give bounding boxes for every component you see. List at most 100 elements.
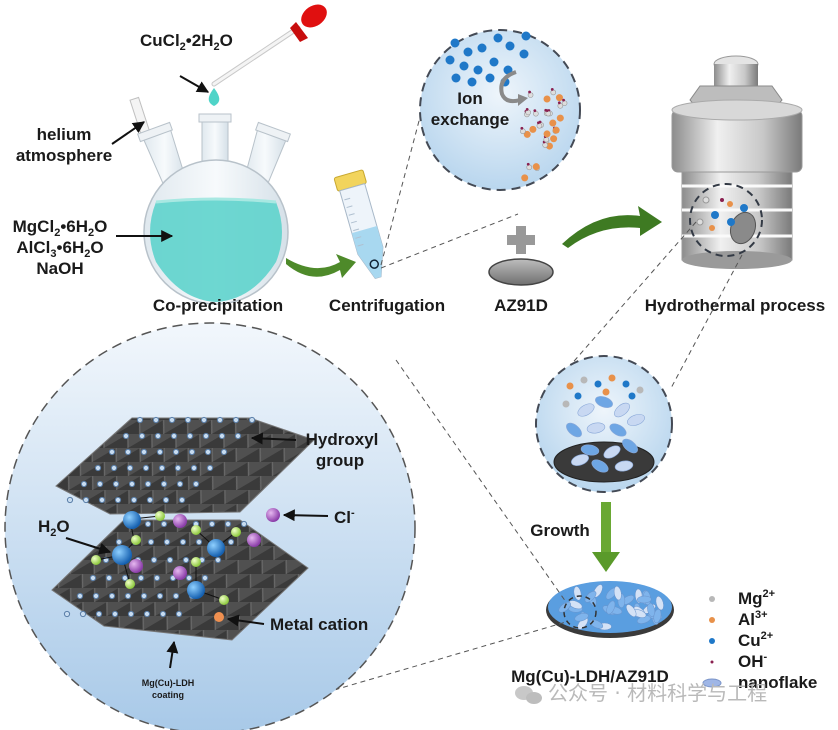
hydroxyl-label-line2: group (316, 451, 364, 470)
oh-ion (533, 109, 537, 113)
hydroxyl-dot (140, 592, 148, 600)
nanoflake (653, 608, 662, 624)
nanoflake (614, 402, 630, 418)
cu-ion (451, 73, 461, 83)
hydroxyl-dot (172, 448, 180, 456)
hydroxyl-dot (80, 480, 88, 488)
legend-swatch-icon (709, 638, 715, 644)
hydroxyl-dot (162, 496, 170, 504)
hydroxyl-dot (115, 538, 123, 546)
hydroxyl-dot (76, 592, 84, 600)
hydroxyl-dot (240, 520, 248, 528)
ion (622, 380, 630, 388)
hydroxyl-dot (156, 592, 164, 600)
hydroxyl-dot (127, 610, 135, 618)
interlayer-species (91, 508, 280, 622)
hydroxyl-dot (202, 432, 210, 440)
cu-ion (450, 38, 460, 48)
nanoflake (571, 454, 589, 466)
hydroxyl-dot (111, 610, 119, 618)
cu-ion (473, 65, 483, 75)
hydroxyl-dot (95, 610, 103, 618)
hydroxyl-dot (122, 432, 130, 440)
wechat-icon (515, 686, 542, 704)
ion-exchange-bubble: Ion exchange (419, 29, 581, 191)
oh-ion (528, 90, 531, 94)
exchange-arrow-icon (499, 70, 521, 104)
hydroxyl-dot (160, 480, 168, 488)
hydroxyl-dot (201, 574, 209, 582)
co-precipitation-label: Co-precipitation (153, 296, 283, 315)
legend-swatch-icon (709, 617, 715, 623)
watermark: 公众号 · 材料科学与工程 (515, 681, 767, 705)
cu-ion (485, 73, 495, 83)
nanoflake (626, 604, 637, 617)
nanoflake (595, 396, 613, 408)
product-label: Mg(Cu)-LDH/AZ91D (511, 667, 669, 686)
coating-arrow (166, 640, 179, 669)
nanoflake (580, 444, 600, 456)
nanoflake (606, 600, 616, 615)
al-ion (532, 163, 540, 171)
hydroxyl-dot (166, 556, 174, 564)
hydroxyl-dot (144, 520, 152, 528)
hydroxyl-dot (66, 496, 74, 504)
ion (574, 392, 582, 400)
hydroxyl-dot (158, 464, 166, 472)
cu-ion (477, 43, 487, 53)
watermark-text: 公众号 · 材料科学与工程 (548, 681, 767, 705)
nanoflake-growth-bubble (535, 355, 673, 493)
oh-ion (550, 88, 554, 91)
mg-ion (550, 89, 557, 96)
hydroxyl-dot (178, 496, 186, 504)
cu-ion (505, 41, 515, 51)
legend-label: OH- (738, 651, 768, 671)
mg-ion (545, 110, 552, 117)
al-ion (556, 114, 564, 122)
hydroxyl-dot (182, 556, 190, 564)
hydroxyl-dot (108, 448, 116, 456)
az91d-label: AZ91D (494, 296, 548, 315)
oh-ion (520, 126, 524, 130)
hydroxyl-dot (186, 432, 194, 440)
nanoflake-cluster (566, 396, 645, 473)
hydroxyl-dot (108, 592, 116, 600)
legend-item: Al3+ (709, 609, 768, 629)
hydroxyl-dot (248, 416, 256, 424)
hydroxyl-dot (179, 538, 187, 546)
mg-ion (526, 164, 533, 171)
metal-cation-arrow (226, 614, 265, 627)
hydroxyl-group-cluster (63, 416, 256, 618)
svg-text:NaOH: NaOH (36, 259, 83, 278)
zoom-line (669, 254, 743, 391)
ldh-structure-bubble: Hydroxyl group Cl- H2O Metal cation Mg(C… (4, 322, 416, 730)
ion (580, 376, 588, 384)
cl-arrow (282, 509, 329, 522)
cucl2-label: CuCl2•2H2O (140, 31, 233, 53)
oh-ion (557, 101, 561, 105)
ion (628, 392, 636, 400)
hydrothermal-label: Hydrothermal process (645, 296, 825, 315)
az91d-disc-icon (488, 258, 554, 286)
hydroxyl-dot (172, 592, 180, 600)
hydroxyl-dot (188, 448, 196, 456)
mixed-ion-cluster (520, 88, 568, 182)
hydroxyl-dot (208, 520, 216, 528)
al-ion (555, 94, 563, 102)
reagents-label: MgCl2•6H2O AlCl3•6H2O NaOH (13, 217, 108, 278)
ion (602, 388, 610, 396)
svg-text:MgCl2•6H2O: MgCl2•6H2O (13, 217, 108, 239)
hydroxyl-dot (153, 574, 161, 582)
hydroxyl-dot (220, 448, 228, 456)
nanoflake (609, 423, 627, 437)
hydroxyl-dot (114, 496, 122, 504)
ion (566, 382, 574, 390)
hydroxyl-dot (128, 480, 136, 488)
ion (562, 400, 570, 408)
cu-ion (463, 47, 473, 57)
nanoflake (622, 438, 638, 454)
helium-arrow (111, 121, 145, 145)
hydroxyl-dot (130, 496, 138, 504)
al-ion (550, 135, 558, 143)
